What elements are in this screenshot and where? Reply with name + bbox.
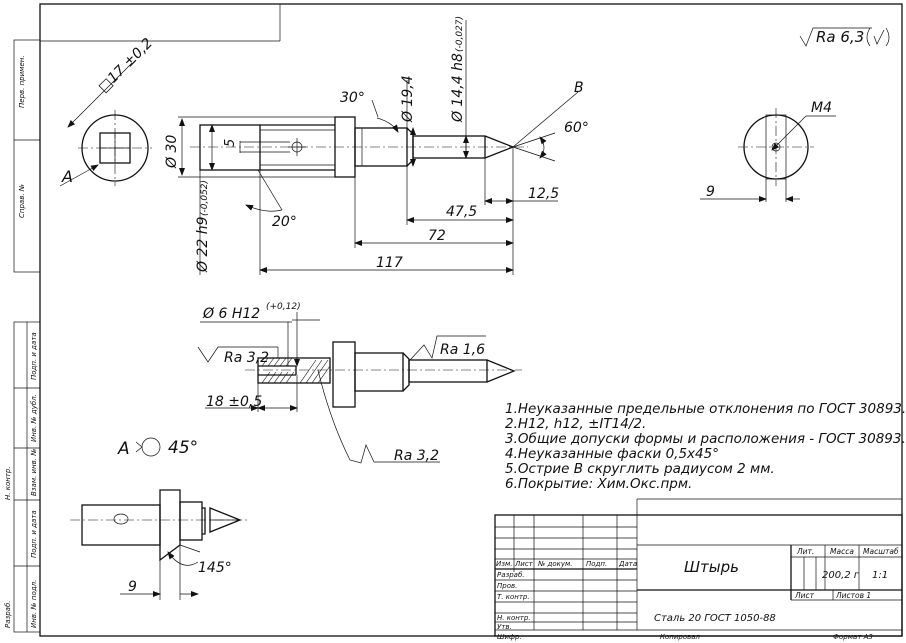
dim-l475: 47,5: [446, 204, 477, 220]
tb-hdr-list: Лист: [514, 560, 534, 568]
tb-mass-value: 200,2 г: [822, 570, 860, 581]
note-5: 5.Острие В скруглить радиусом 2 мм.: [505, 461, 775, 477]
dim-bore: Ø 6 H12: [202, 306, 260, 322]
main-view: [190, 116, 528, 178]
note-1: 1.Неуказанные предельные отклонения по Г…: [505, 401, 906, 417]
tb-scale-value: 1:1: [872, 570, 888, 581]
side-label-perv: Перв. примен.: [18, 55, 26, 108]
rotated-view: [70, 489, 248, 562]
ra32-bottom: Ra 3,2: [394, 448, 439, 464]
tb-row-utv: Утв.: [497, 623, 512, 631]
note-2: 2.H12, h12, ±IT14/2.: [505, 416, 646, 432]
side-label-inv: Инв. № подл.: [30, 580, 38, 628]
view-a45-label: A: [117, 439, 130, 459]
tb-row-tkontr: Т. контр.: [497, 593, 530, 601]
tb-row-prov: Пров.: [497, 582, 517, 590]
deg45-label: 45°: [168, 438, 198, 458]
side-label-vzam: Взам. инв. №: [30, 448, 38, 496]
view-a-label: A: [61, 167, 73, 186]
ra32-left: Ra 3,2: [224, 350, 269, 366]
note-6: 6.Покрытие: Хим.Окс.прм.: [505, 476, 692, 492]
section-view-dimensions: Ø 6 H12 (+0,12) Ra 3,2 Ra 1,6 Ra 3,2 18 …: [197, 302, 486, 464]
left-margin-strips: Перв. примен. Справ. № Подп. и дата Инв.…: [4, 39, 41, 633]
dim-angle145: 145°: [198, 560, 232, 576]
roughness-general: Ra 6,3: [799, 27, 890, 47]
side-label-podp1: Подп. и дата: [30, 332, 38, 380]
section-hatch: [261, 357, 331, 384]
tb-row-razrab: Разраб.: [497, 571, 525, 579]
left-end-view: □17 ±0,2 A: [59, 35, 157, 187]
side-label-podp2: Подп. и дата: [30, 510, 38, 558]
tb-massa: Масса: [830, 547, 854, 556]
dim-angle60: 60°: [564, 120, 589, 136]
dim-9-bottom: 9: [128, 579, 137, 595]
dim-d19: Ø 19,4: [400, 75, 416, 123]
main-view-dimensions: Ø 30 Ø 22 h9 (-0,052) 5 20° 30° Ø 19,4 Ø…: [164, 16, 589, 275]
rotated-view-label: A 45°: [117, 437, 198, 459]
tb-hdr-izm: Изм.: [496, 560, 512, 568]
tb-lit: Лит.: [796, 547, 814, 556]
tb-kopiroval: Копировал: [660, 633, 701, 641]
technical-notes: 1.Неуказанные предельные отклонения по Г…: [505, 401, 906, 492]
dim-9-top: 9: [706, 184, 715, 200]
tb-part-name: Штырь: [684, 558, 739, 576]
note-4: 4.Неуказанные фаски 0,5x45°: [505, 446, 719, 462]
tb-masshtab: Масштаб: [863, 547, 899, 556]
tb-shifr: Шифр:: [497, 633, 522, 641]
dim-d14-tol: (-0,027): [455, 16, 465, 52]
dim-l72: 72: [428, 228, 446, 244]
dim-d22-tol: (-0,052): [200, 180, 210, 216]
tb-row-nkontr: Н. контр.: [497, 614, 531, 622]
square-dim: □17 ±0,2: [96, 35, 157, 96]
tb-hdr-data: Дата: [618, 560, 637, 568]
ra16-label: Ra 1,6: [440, 342, 485, 358]
section-view: [245, 341, 522, 408]
dim-five: 5: [223, 139, 238, 147]
tb-format: Формат А3: [833, 633, 873, 641]
dim-d30: Ø 30: [164, 135, 180, 169]
tb-material: Сталь 20 ГОСТ 1050-88: [654, 613, 776, 624]
dim-l18: 18 ±0,5: [206, 394, 262, 410]
rotated-view-dimensions: 9 145°: [120, 544, 232, 600]
dim-angle20: 20°: [272, 214, 297, 230]
dim-l125: 12,5: [528, 186, 559, 202]
dim-d14: Ø 14,4 h8: [450, 53, 466, 123]
right-end-view: M4 9: [700, 100, 836, 202]
tb-sheet: Лист: [794, 591, 815, 600]
point-b-label: B: [574, 80, 584, 96]
side-label-nkontr: Н. контр.: [4, 466, 12, 500]
tb-hdr-podp: Подп.: [586, 560, 607, 568]
tb-sheets: Листов 1: [835, 591, 871, 600]
dim-angle30: 30°: [340, 90, 365, 106]
side-label-sprav: Справ. №: [18, 184, 26, 218]
dim-bore-tol: (+0,12): [266, 302, 301, 312]
drawing-frame: [39, 3, 903, 637]
dim-l117: 117: [376, 255, 403, 271]
tb-hdr-docnum: № докум.: [537, 560, 573, 568]
title-block: Изм. Лист № докум. Подп. Дата Разраб. Пр…: [494, 498, 903, 641]
note-3: 3.Общие допуски формы и расположения - Г…: [505, 431, 906, 447]
m4-label: M4: [811, 100, 832, 116]
side-label-dubl: Инв. № дубл.: [30, 394, 38, 442]
dim-d22: Ø 22 h9: [195, 216, 211, 273]
roughness-general-label: Ra 6,3: [816, 28, 864, 46]
side-label-razrab: Разраб.: [4, 600, 12, 628]
